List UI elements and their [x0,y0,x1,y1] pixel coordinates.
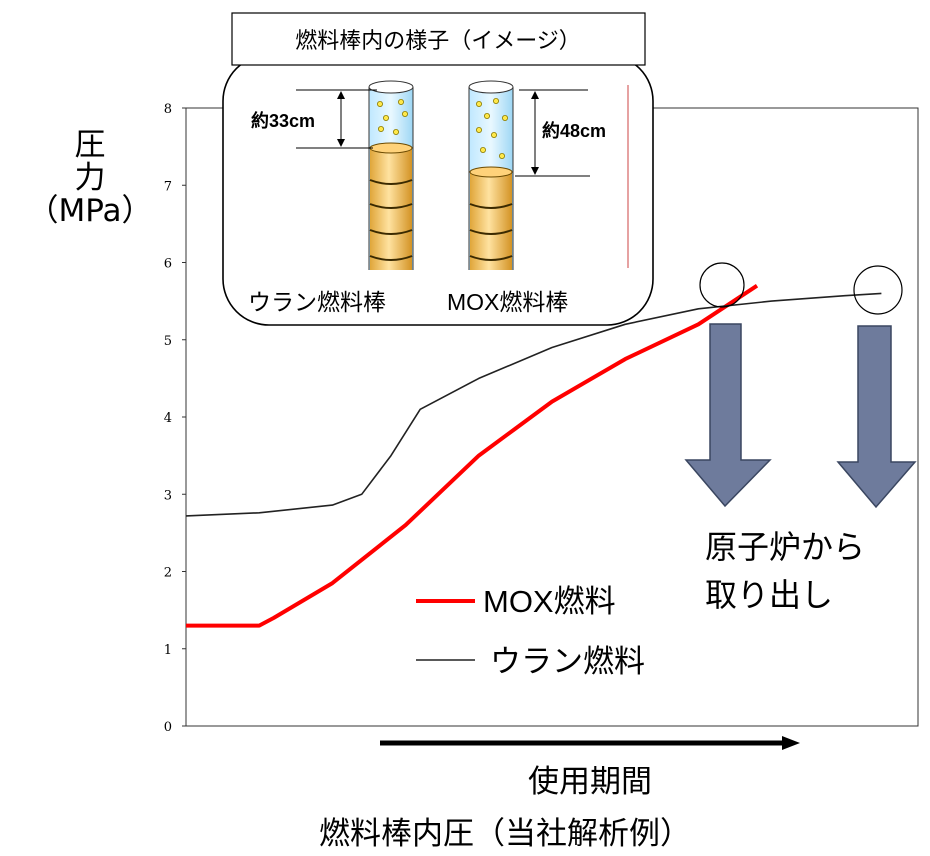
uranium-rod-label: ウラン燃料棒 [248,289,386,315]
removal-arrow-mox [684,323,772,508]
removal-note-line-2: 取り出し [705,577,833,613]
mox-end-marker [699,262,745,308]
y-tick-label: 7 [164,179,172,194]
y-tick-label: 8 [164,102,172,117]
inset: 燃料棒内の様子（イメージ） 約33cm [222,12,654,326]
mox-gas-gap: 約48cm [542,120,606,141]
mox-rod-illustration [468,80,514,270]
y-tick-label: 5 [164,334,172,349]
removal-arrow-uranium [836,325,917,509]
series-line-mox [186,284,759,628]
series-layer [185,284,882,628]
chart-title: 燃料棒内圧（当社解析例） [319,816,691,852]
y-axis: 0 1 2 3 4 5 6 7 8 [164,102,186,735]
x-axis-label: 使用期間 [528,764,652,800]
y-tick-label: 4 [164,411,172,426]
uranium-gas-gap: 約33cm [251,110,315,131]
inset-title: 燃料棒内の様子（イメージ） [295,28,581,53]
y-tick-label: 0 [164,720,172,735]
series-line-uranium [185,292,882,517]
inset-panel [222,54,654,326]
removal-note-line-1: 原子炉から [705,529,865,565]
y-tick-label: 6 [164,257,172,272]
y-axis-label: 圧 力 （MPa） [0,130,180,227]
inset-title-box [231,12,646,66]
y-axis-label-3: （MPa） [27,193,153,229]
legend-label-mox: MOX燃料 [483,584,616,619]
y-tick-label: 1 [164,643,172,658]
legend-label-uranium: ウラン燃料 [490,644,645,679]
uranium-rod-illustration [368,80,414,270]
y-axis-label-1: 圧 [74,127,106,163]
time-arrow-head [782,736,800,750]
mox-rod-label: MOX燃料棒 [447,289,568,315]
y-axis-label-2: 力 [74,160,106,196]
uranium-end-marker [853,265,903,315]
y-tick-label: 2 [164,566,172,581]
y-tick-label: 3 [164,488,172,503]
